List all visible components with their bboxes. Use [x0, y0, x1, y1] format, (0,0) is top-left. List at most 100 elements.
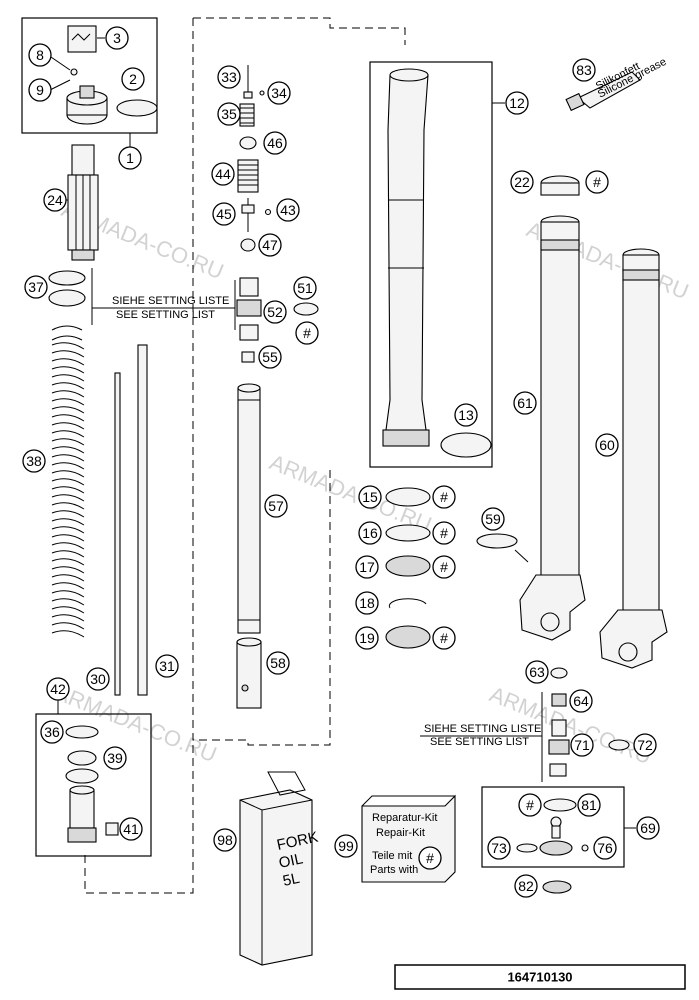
svg-text:59: 59 — [485, 511, 501, 527]
svg-text:39: 39 — [107, 750, 123, 766]
svg-text:1: 1 — [126, 150, 134, 166]
callout-55: 55 — [258, 345, 282, 369]
callout-63: 63 — [525, 660, 549, 684]
svg-text:76: 76 — [597, 840, 613, 856]
callout-2: 2 — [121, 67, 145, 91]
callout-64: 64 — [569, 689, 593, 713]
callout-45: 45 — [212, 202, 236, 226]
svg-text:72: 72 — [637, 737, 653, 753]
callout-15-hash: # — [432, 485, 456, 509]
setting-note-de-1: SIEHE SETTING LISTE — [112, 295, 229, 307]
svg-text:24: 24 — [47, 192, 63, 208]
callout-35: 35 — [217, 102, 241, 126]
setting-note-en-1: SEE SETTING LIST — [116, 309, 215, 321]
callout-51: 51 — [293, 276, 317, 300]
callout-3: 3 — [105, 26, 129, 50]
rods-30-31 — [114, 344, 148, 696]
svg-text:81: 81 — [581, 797, 597, 813]
kit-line-2: Repair-Kit — [376, 827, 425, 839]
callout-73: 73 — [487, 836, 511, 860]
svg-text:34: 34 — [271, 85, 287, 101]
svg-text:#: # — [526, 797, 534, 813]
callout-58: 58 — [266, 651, 290, 675]
svg-text:55: 55 — [262, 349, 278, 365]
svg-text:#: # — [440, 525, 448, 541]
svg-text:36: 36 — [44, 724, 60, 740]
callout-42: 42 — [46, 677, 70, 701]
damper-tube-57 — [236, 383, 262, 709]
callout-57: 57 — [264, 494, 288, 518]
callout-83: 83 — [572, 58, 596, 82]
callout-37: 37 — [24, 275, 48, 299]
callouts: 1 2 3 8 9 24 37 38 30 31 42 36 39 41 33 … — [22, 26, 660, 898]
callout-9: 9 — [28, 78, 52, 102]
callout-81-hash: # — [518, 793, 542, 817]
callout-13: 13 — [454, 403, 478, 427]
callout-60: 60 — [595, 433, 619, 457]
callout-33: 33 — [217, 65, 241, 89]
svg-text:45: 45 — [216, 206, 232, 222]
svg-text:17: 17 — [359, 559, 375, 575]
callout-98: 98 — [213, 828, 237, 852]
svg-text:63: 63 — [529, 664, 545, 680]
callout-12: 12 — [505, 91, 529, 115]
seal-rings — [385, 487, 431, 649]
callout-17-hash: # — [432, 555, 456, 579]
outer-tube-group — [369, 61, 505, 468]
callout-24: 24 — [43, 188, 67, 212]
compression-parts — [420, 667, 630, 782]
callout-39: 39 — [103, 746, 127, 770]
callout-18: 18 — [355, 591, 379, 615]
svg-text:58: 58 — [270, 655, 286, 671]
svg-text:43: 43 — [280, 202, 296, 218]
callout-16: 16 — [358, 521, 382, 545]
svg-text:52: 52 — [267, 304, 283, 320]
callout-47: 47 — [258, 233, 282, 257]
svg-text:99: 99 — [338, 838, 354, 854]
svg-text:#: # — [593, 174, 601, 190]
callout-22: 22 — [510, 170, 534, 194]
callout-30: 30 — [86, 667, 110, 691]
dashed-group-lines — [84, 17, 406, 894]
svg-text:13: 13 — [458, 407, 474, 423]
cap-assembly-group — [21, 17, 158, 148]
oil-can-98: FORK OIL 5L — [239, 771, 320, 966]
callout-72: 72 — [633, 733, 657, 757]
svg-text:#: # — [440, 559, 448, 575]
callout-15: 15 — [358, 485, 382, 509]
callout-61: 61 — [513, 391, 537, 415]
svg-text:2: 2 — [129, 71, 137, 87]
callout-52: 52 — [263, 300, 287, 324]
inner-tube-61 — [519, 175, 586, 641]
callout-59: 59 — [481, 507, 505, 531]
svg-text:30: 30 — [90, 671, 106, 687]
callout-19-hash: # — [432, 626, 456, 650]
piston-parts — [236, 277, 319, 363]
callout-99-hash: # — [418, 846, 442, 870]
svg-text:31: 31 — [159, 658, 175, 674]
kit-line-1: Reparatur-Kit — [372, 812, 437, 824]
setting-note-en-2: SEE SETTING LIST — [430, 736, 529, 748]
callout-99: 99 — [334, 834, 358, 858]
svg-text:82: 82 — [518, 878, 534, 894]
svg-text:37: 37 — [28, 279, 44, 295]
callout-41: 41 — [119, 817, 143, 841]
svg-text:#: # — [440, 489, 448, 505]
svg-text:41: 41 — [123, 821, 139, 837]
callout-81: 81 — [577, 793, 601, 817]
callout-19: 19 — [355, 626, 379, 650]
setting-note-de-2: SIEHE SETTING LISTE — [424, 723, 541, 735]
can-text-3: 5L — [281, 870, 301, 890]
callout-16-hash: # — [432, 521, 456, 545]
spring-assembly — [48, 268, 236, 638]
cartridge-part-24 — [55, 144, 99, 261]
svg-text:9: 9 — [36, 82, 44, 98]
svg-text:18: 18 — [359, 595, 375, 611]
callout-69: 69 — [636, 816, 660, 840]
svg-text:60: 60 — [599, 437, 615, 453]
diagram-id: 164710130 — [507, 970, 572, 985]
callout-34: 34 — [267, 81, 291, 105]
svg-text:51: 51 — [297, 280, 313, 296]
svg-text:73: 73 — [491, 840, 507, 856]
svg-text:69: 69 — [640, 820, 656, 836]
